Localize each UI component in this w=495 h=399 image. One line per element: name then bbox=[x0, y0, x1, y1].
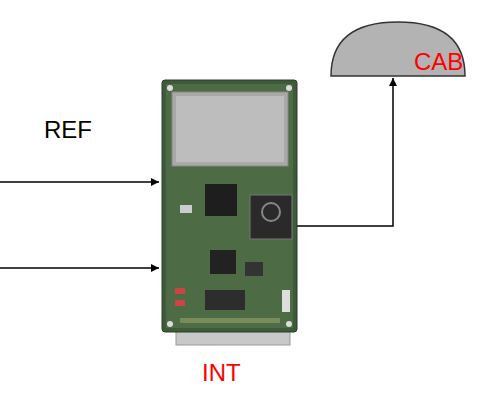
circuit-board bbox=[162, 80, 297, 332]
cable-line bbox=[297, 78, 393, 226]
antenna-dome bbox=[331, 22, 465, 76]
cable-label: CAB bbox=[414, 50, 463, 74]
input-arrow bbox=[0, 267, 159, 269]
input-arrow bbox=[0, 181, 159, 183]
board-label: INT bbox=[202, 361, 241, 385]
input-label: REF bbox=[44, 118, 92, 142]
